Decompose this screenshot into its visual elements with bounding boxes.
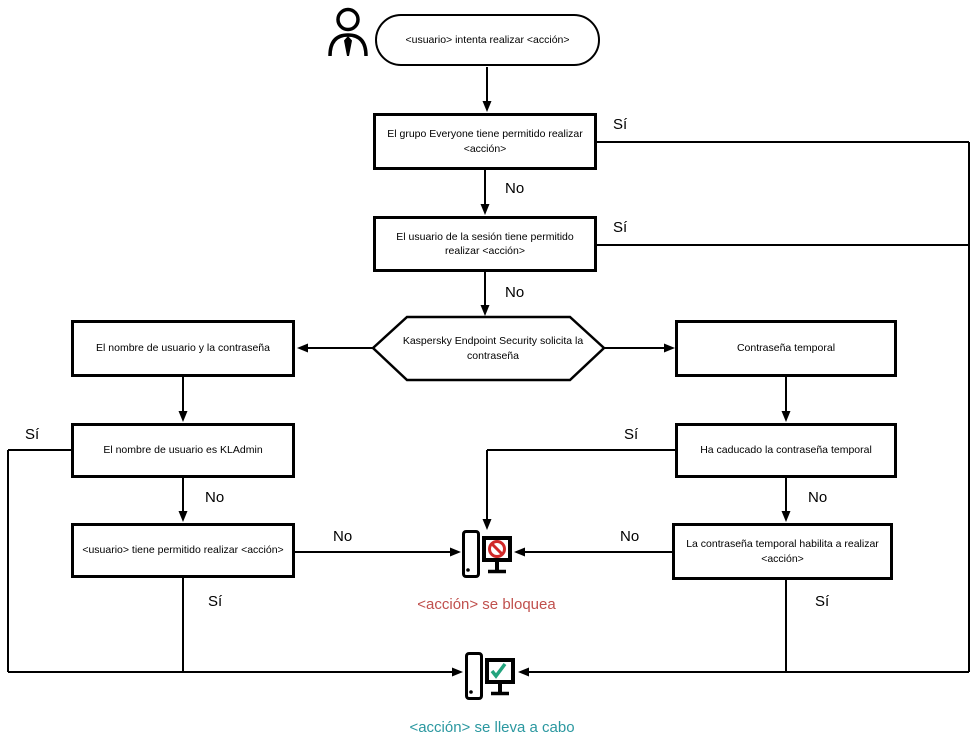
start-node: <usuario> intenta realizar <acción> (375, 14, 600, 66)
edge-label-yes-temp-expired: Sí (624, 426, 639, 443)
decision-hexagon (371, 315, 606, 382)
node-user-allowed: <usuario> tiene permitido realizar <acci… (71, 523, 295, 578)
node-temp-expired-label: Ha caducado la contraseña temporal (700, 444, 872, 457)
node-kes-prompt-label: Kaspersky Endpoint Security solicita la … (402, 335, 584, 362)
node-temp-password: Contraseña temporal (675, 320, 897, 377)
caption-action-done: <acción> se lleva a cabo (409, 719, 575, 736)
node-is-kladmin: El nombre de usuario es KLAdmin (71, 423, 295, 478)
check-icon (490, 662, 507, 679)
node-temp-allows: La contraseña temporal habilita a realiz… (672, 523, 893, 580)
node-temp-expired: Ha caducado la contraseña temporal (675, 423, 897, 478)
node-everyone-allowed-label: El grupo Everyone tiene permitido realiz… (387, 128, 583, 155)
edge-label-yes-everyone: Sí (613, 116, 628, 133)
edge-label-yes-temp-allows: Sí (815, 593, 830, 610)
blocked-computer-icon (462, 530, 512, 578)
allowed-computer-icon (465, 652, 515, 700)
edge-label-no-temp-expired: No (808, 489, 828, 506)
node-name-password: El nombre de usuario y la contraseña (71, 320, 295, 377)
prohibition-icon (488, 540, 506, 558)
node-session-user-allowed: El usuario de la sesión tiene permitido … (373, 216, 597, 272)
node-name-password-label: El nombre de usuario y la contraseña (96, 342, 270, 355)
node-is-kladmin-label: El nombre de usuario es KLAdmin (103, 444, 263, 457)
arrowheads (178, 101, 791, 677)
node-temp-password-label: Contraseña temporal (736, 342, 836, 355)
edge-label-no-everyone: No (505, 180, 525, 197)
flow-lines (7, 67, 970, 673)
edge-label-no-session: No (505, 284, 525, 301)
node-temp-allows-label: La contraseña temporal habilita a realiz… (686, 538, 879, 565)
edge-label-yes-user-allowed: Sí (208, 593, 223, 610)
start-node-label: <usuario> intenta realizar <acción> (405, 34, 570, 46)
edge-label-yes-session: Sí (613, 219, 628, 236)
caption-action-blocked: <acción> se bloquea (417, 596, 556, 613)
node-user-allowed-label: <usuario> tiene permitido realizar <acci… (82, 544, 284, 557)
node-session-user-allowed-label: El usuario de la sesión tiene permitido … (396, 230, 574, 257)
edge-label-no-kladmin: No (205, 489, 225, 506)
edge-label-no-user-allowed: No (333, 528, 353, 545)
edge-label-yes-kladmin: Sí (25, 426, 40, 443)
edge-label-no-temp-allows: No (620, 528, 640, 545)
user-icon (328, 7, 368, 57)
node-everyone-allowed: El grupo Everyone tiene permitido realiz… (373, 113, 597, 170)
